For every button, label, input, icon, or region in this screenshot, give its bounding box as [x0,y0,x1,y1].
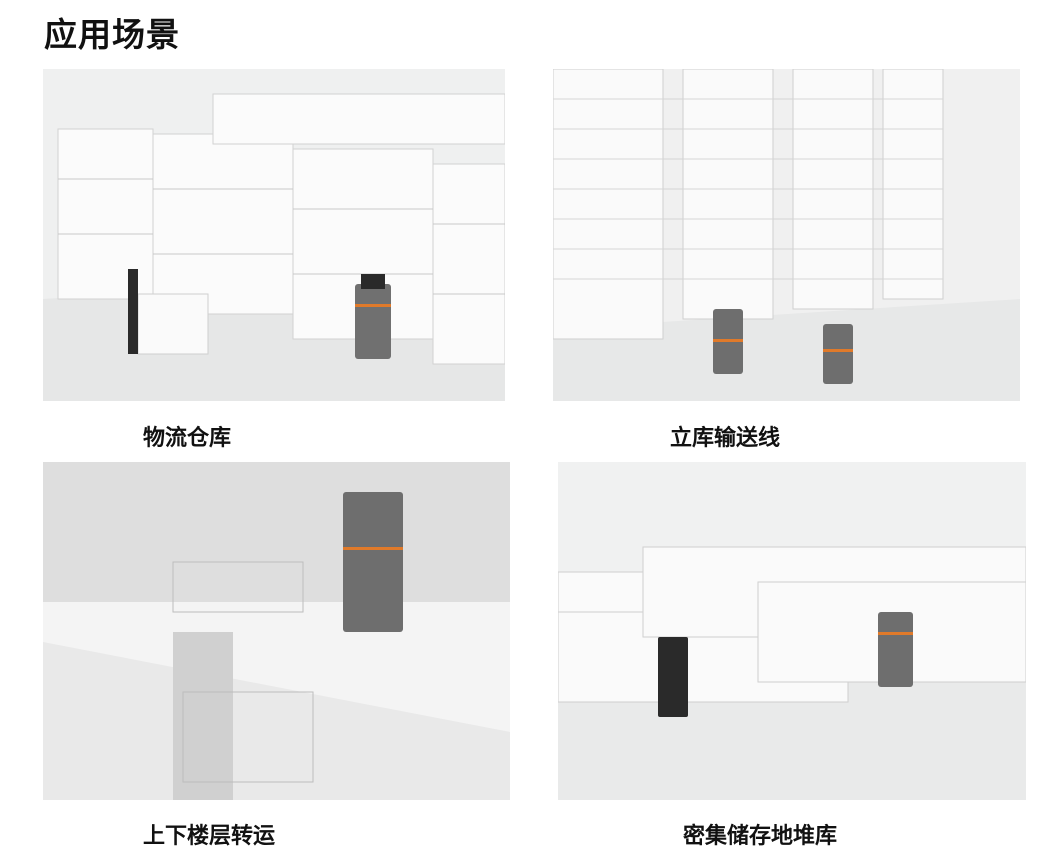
scenario-image-floor-stacking [558,462,1026,800]
scenario-caption: 立库输送线 [670,426,781,451]
scenario-image-conveyor [553,69,1020,401]
scenario-caption: 物流仓库 [143,426,232,451]
page-title: 应用场景 [44,15,180,54]
scenario-caption: 上下楼层转运 [143,824,276,849]
scenario-image-floor-transfer [43,462,510,800]
scenario-caption: 密集储存地堆库 [683,824,838,849]
scenario-image-warehouse [43,69,505,401]
